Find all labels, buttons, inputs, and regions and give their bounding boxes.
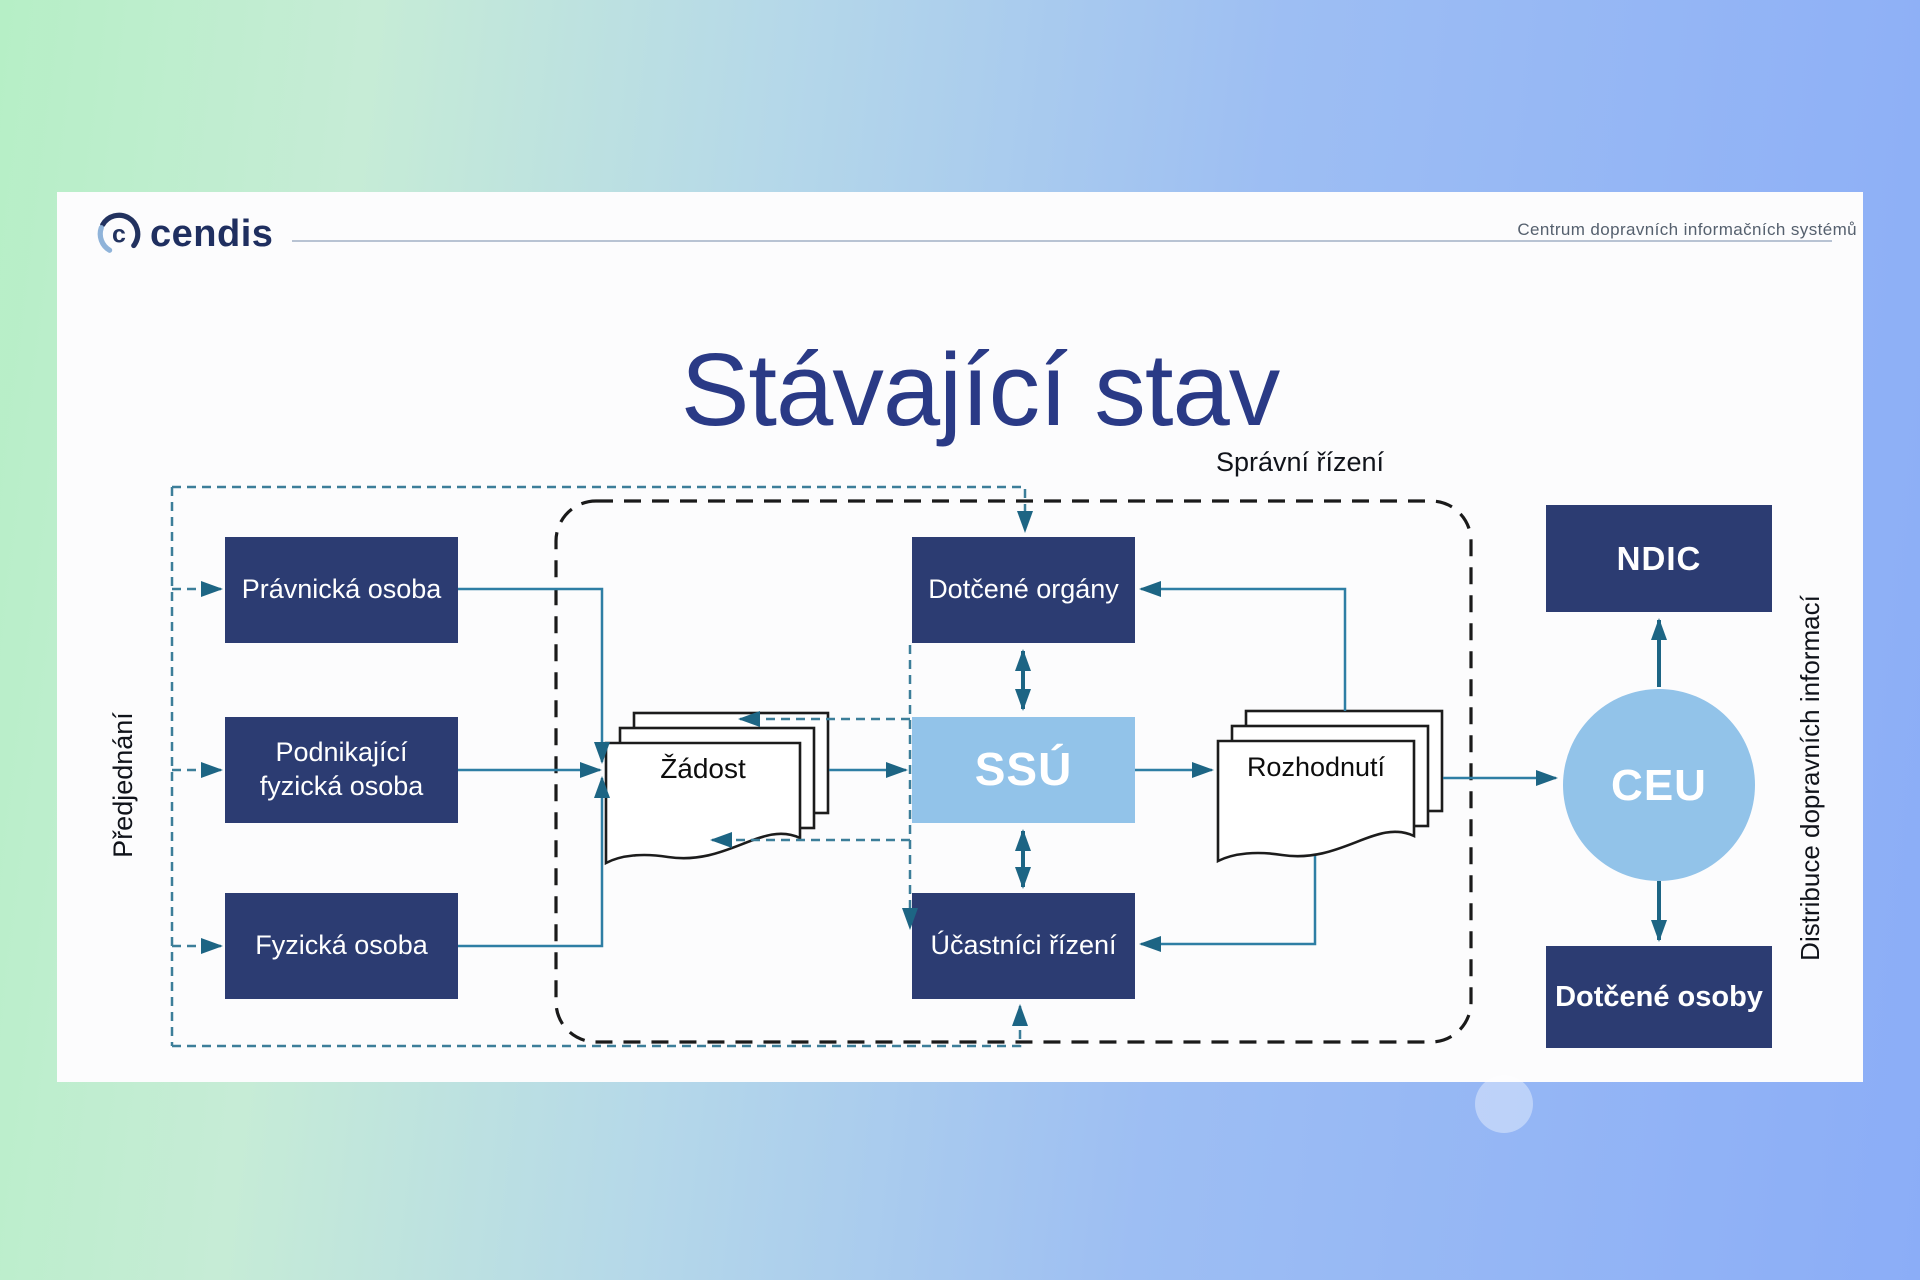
zadost-doc-label: Žádost (660, 753, 746, 784)
node-pravnicka-osoba: Právnická osoba (225, 537, 458, 643)
node-fyzicka-osoba: Fyzická osoba (225, 893, 458, 999)
label-spravni-rizeni: Správní řízení (1215, 447, 1385, 477)
slide-title: Stávající stav (680, 332, 1281, 447)
node-ssu: SSÚ (912, 717, 1135, 823)
node-podnikajici-fyzicka-osoba: Podnikající fyzická osoba (225, 717, 458, 823)
header-divider-line (292, 240, 1832, 242)
cendis-wordmark: cendis (150, 213, 274, 255)
label-distribuce: Distribuce dopravních informací (1794, 595, 1825, 961)
svg-text:c: c (112, 220, 126, 248)
header-tagline: Centrum dopravních informačních systémů (1517, 220, 1857, 239)
label-predjednani: Předjednání (107, 712, 138, 858)
node-dotcene-osoby: Dotčené osoby (1546, 946, 1772, 1048)
cendis-logo-icon: c (97, 212, 141, 256)
node-ceu: CEU (1563, 689, 1755, 881)
node-ucastnici-rizeni: Účastníci řízení (912, 893, 1135, 999)
node-ndic: NDIC (1546, 505, 1772, 612)
node-dotcene-organy: Dotčené orgány (912, 537, 1135, 643)
decorative-circle (1475, 1075, 1533, 1133)
rozhodnuti-doc-label: Rozhodnutí (1246, 752, 1386, 782)
